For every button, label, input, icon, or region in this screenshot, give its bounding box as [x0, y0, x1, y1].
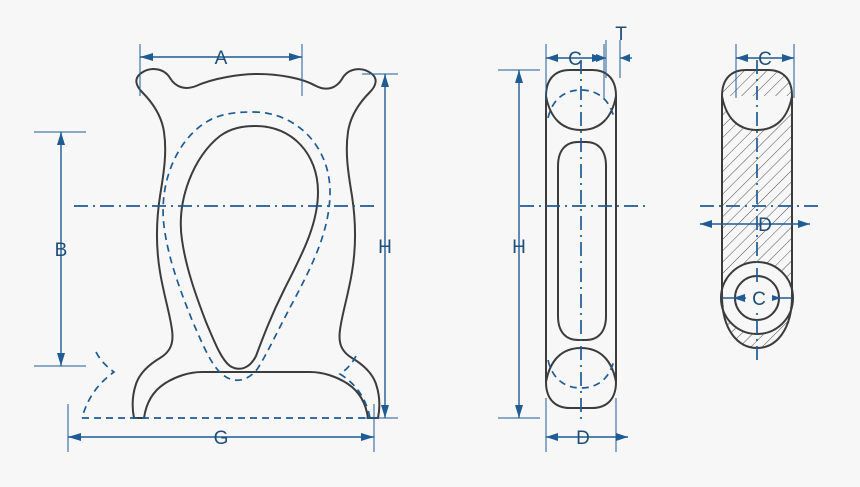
side-d-label: D: [576, 428, 590, 449]
side-h-arrow-top: [515, 70, 523, 83]
front-right-flare-hidden-line: [338, 355, 371, 419]
front-b-arrow-top: [57, 132, 65, 145]
front-groove-hidden-line: [162, 111, 331, 382]
side-c-label: C: [568, 49, 582, 70]
front-h-arrow-top: [381, 74, 389, 87]
side-d-arrow-left: [546, 433, 558, 441]
section-top-notch-arc: [721, 95, 793, 132]
front-a-label: A: [215, 48, 228, 69]
front-h-label: H: [378, 237, 392, 258]
front-h-arrow-bottom: [381, 405, 389, 418]
front-b-arrow-bottom: [57, 353, 65, 366]
side-view: C T H D: [498, 24, 648, 452]
side-h-label: H: [512, 237, 526, 258]
side-inner-outline: [557, 141, 607, 341]
front-g-arrow-left: [68, 433, 81, 441]
front-body-outline: [131, 68, 381, 419]
front-b-label: B: [55, 240, 68, 261]
front-left-flare-hidden-line: [81, 351, 116, 419]
front-a-arrow-right: [289, 53, 302, 61]
section-c-top-arrow-left: [736, 54, 748, 62]
front-view: A B H G: [34, 44, 398, 452]
section-c-bore-arrow-left: [733, 294, 745, 302]
side-c-arrow-left: [546, 54, 558, 62]
front-eye-opening: [179, 124, 320, 370]
front-g-arrow-right: [361, 433, 374, 441]
side-top-hidden-arc: [547, 89, 615, 119]
section-d-label: D: [758, 215, 772, 236]
side-d-arrow-right: [616, 433, 628, 441]
front-g-label: G: [214, 428, 229, 449]
section-c-top-arrow-right: [782, 54, 794, 62]
section-view: C D C: [700, 44, 820, 360]
side-bottom-hidden-arc: [547, 359, 615, 389]
section-c-bore-label: C: [752, 289, 766, 310]
side-t-arrow-right: [620, 54, 630, 62]
side-h-arrow-bottom: [515, 405, 523, 418]
section-c-bore-label-backdrop: [746, 286, 772, 310]
section-d-arrow-left: [700, 220, 712, 228]
section-c-top-label: C: [758, 49, 772, 70]
front-a-arrow-left: [140, 53, 153, 61]
side-top-groove-arc: [545, 95, 617, 132]
side-t-arrow-left: [596, 54, 606, 62]
section-d-arrow-right: [798, 220, 810, 228]
side-t-label: T: [615, 24, 627, 45]
